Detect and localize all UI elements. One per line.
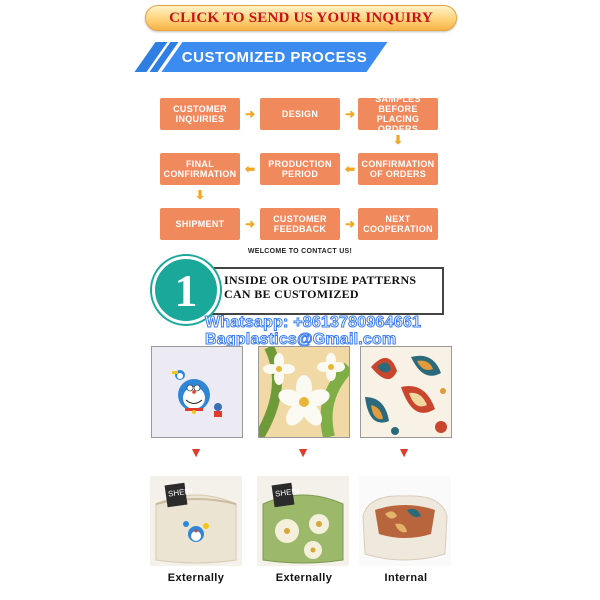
pattern-heading: INSIDE OR OUTSIDE PATTERNS CAN BE CUSTOM… [224,273,417,301]
step-shipment: SHIPMENT [160,208,240,240]
flower-icon [259,347,349,437]
arrow-right-icon: ➜ [244,217,256,231]
cartoon-robot-icon [172,370,222,417]
caption-internal: Internal [384,572,428,584]
step-production-period: PRODUCTION PERIOD [260,153,340,185]
step-customer-inquiries: CUSTOMER INQUIRIES [160,98,240,130]
arrow-down-icon: ▼ [397,444,411,460]
arrow-down-icon: ⬇ [392,133,404,147]
arrow-left-icon: ⬅ [344,162,356,176]
whatsapp-text[interactable]: Whatsapp: +8613780964661 [204,314,422,332]
email-link[interactable]: Bagplastics@Gmail.com [204,331,397,349]
arrow-down-icon: ▼ [296,444,310,460]
cartoon-pattern-image [151,346,243,438]
paisley-pattern-image [360,346,452,438]
arrow-right-icon: ➜ [344,107,356,121]
step-confirmation-orders: CONFIRMATION OF ORDERS [358,153,438,185]
welcome-text: WELCOME TO CONTACT US! [247,248,353,255]
inquiry-button[interactable]: CLICK TO SEND US YOUR INQUIRY [145,5,457,31]
arrow-left-icon: ⬅ [244,162,256,176]
arrow-down-icon: ⬇ [194,188,206,202]
step-customer-feedback: CUSTOMER FEEDBACK [260,208,340,240]
step-final-confirmation: FINAL CONFIRMATION [160,153,240,185]
arrow-right-icon: ➜ [244,107,256,121]
caption-externally: Externally [275,572,333,584]
step-number-badge: 1 [152,256,220,324]
bag-floral-exterior: SHEIN [257,476,349,566]
paisley-icon [365,355,447,435]
bag-paisley-interior [359,476,451,566]
process-title: CUSTOMIZED PROCESS [181,48,368,66]
floral-pattern-image [258,346,350,438]
caption-externally: Externally [167,572,225,584]
step-next-cooperation: NEXT COOPERATION [358,208,438,240]
pattern-heading-box [208,267,444,315]
arrow-down-icon: ▼ [189,444,203,460]
step-samples: SAMPLES BEFORE PLACING ORDERS [358,94,438,134]
bag-cartoon-exterior: SHEIN [150,476,242,566]
step-design: DESIGN [260,98,340,130]
arrow-right-icon: ➜ [344,217,356,231]
